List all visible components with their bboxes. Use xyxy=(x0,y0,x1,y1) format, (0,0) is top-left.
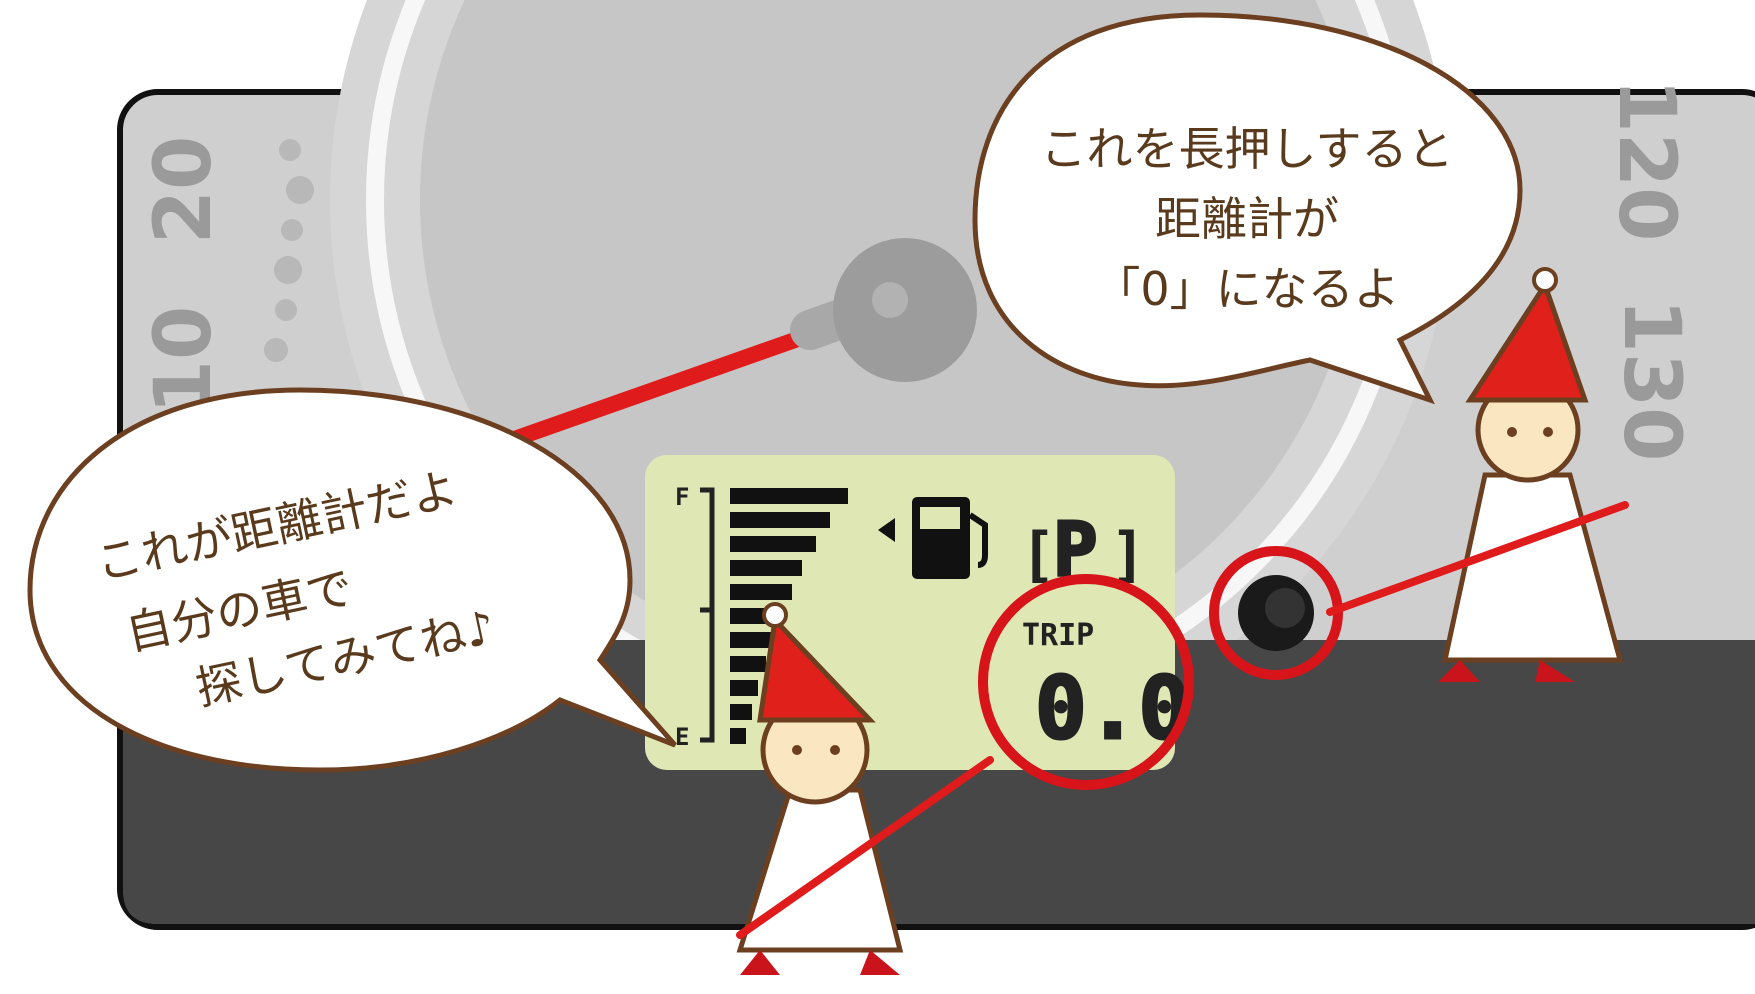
gnome-character-left xyxy=(736,602,994,975)
gnome-character-right xyxy=(1326,267,1629,682)
trip-highlight-circle xyxy=(978,574,1194,790)
bubble-right-line-2: 距離計が xyxy=(1155,192,1339,246)
pointer-stick-left xyxy=(736,756,994,939)
reset-knob-icon[interactable] xyxy=(1209,546,1343,680)
bubble-right-line-3: 「0」になるよ xyxy=(1094,262,1399,316)
fuel-full-label: F xyxy=(675,483,689,511)
fuel-empty-label: E xyxy=(675,723,689,751)
speech-bubble-left: これが距離計だよ 自分の車で 探してみてね♪ xyxy=(27,387,677,773)
lcd-display: F E [ P ] TRIP 0.0 xyxy=(645,455,1192,770)
needle-hub xyxy=(833,238,977,382)
scale-number-120: 120 xyxy=(1601,79,1691,242)
pointer-stick-right xyxy=(1326,501,1629,616)
fuel-pump-icon xyxy=(878,497,988,579)
scale-number-20: 20 xyxy=(139,136,229,245)
scale-number-130: 130 xyxy=(1606,299,1696,462)
gear-bracket-left: [ xyxy=(1020,520,1056,590)
speech-bubble-right: これを長押しすると 距離計が 「0」になるよ xyxy=(972,12,1523,405)
fuel-gauge-bars xyxy=(730,488,848,744)
bubble-right-line-1: これを長押しすると xyxy=(1040,122,1453,176)
trip-label: TRIP xyxy=(1022,618,1094,653)
